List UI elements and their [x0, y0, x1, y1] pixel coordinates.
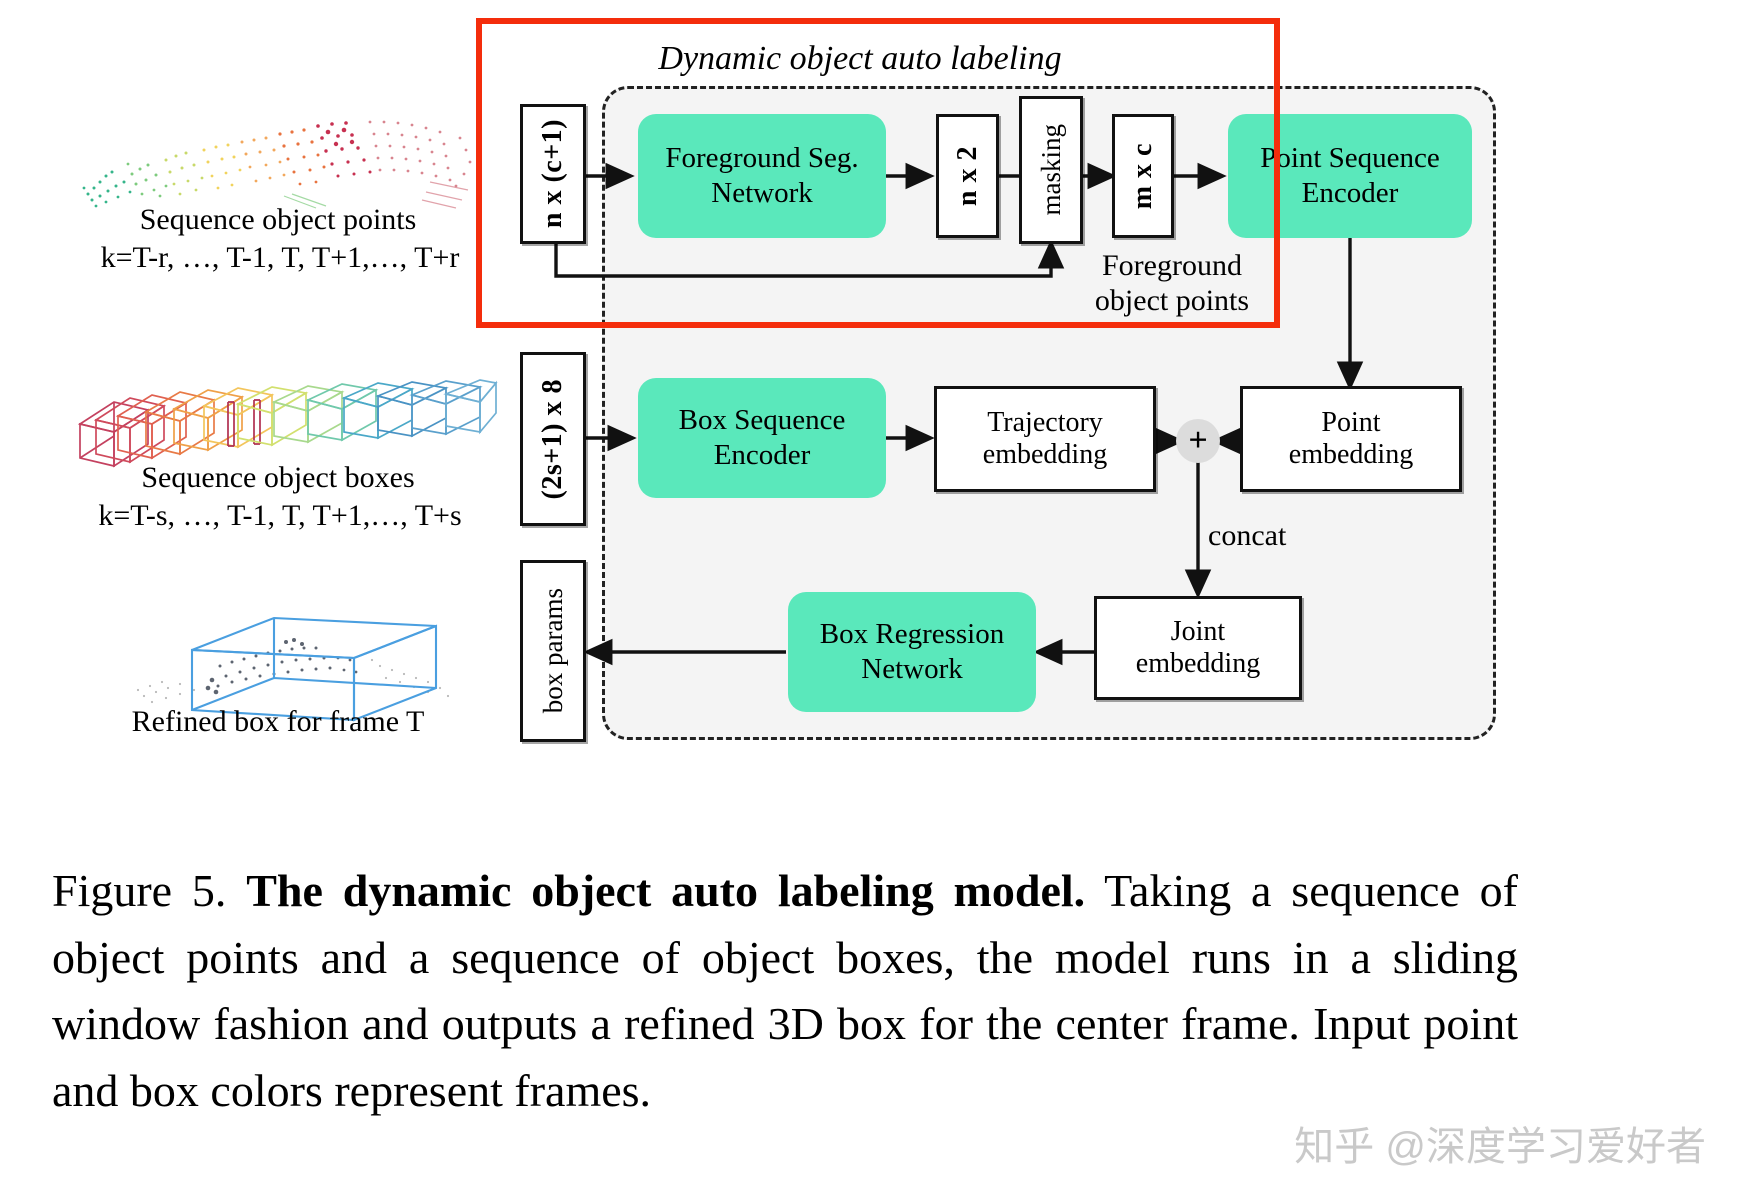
plus-symbol: +: [1188, 422, 1208, 459]
point-sequence-encoder-label-2: Encoder: [1301, 177, 1399, 209]
sequence-object-points-caption-line1: Sequence object points: [139, 203, 417, 236]
section-title: Dynamic object auto labeling: [658, 40, 1062, 77]
foreground-seg-network-label-1: Foreground Seg.: [665, 142, 859, 175]
box-params-output-box: box params: [520, 560, 586, 742]
foreground-seg-network-block[interactable]: Foreground Seg. Network: [638, 114, 886, 238]
sum-node: +: [1176, 419, 1220, 463]
caption-bold: The dynamic object auto labeling model.: [246, 865, 1086, 916]
refined-box-thumbnail: [80, 592, 480, 722]
masking-label: masking: [1035, 124, 1066, 216]
figure-caption: Figure 5. The dynamic object auto labeli…: [52, 858, 1518, 1125]
point-sequence-encoder-block[interactable]: Point Sequence Encoder: [1228, 114, 1472, 238]
nx2-label: n x 2: [951, 145, 983, 207]
trajectory-embedding-label-1: Trajectory: [987, 407, 1103, 439]
mxc-tensor-box: m x c: [1112, 114, 1174, 238]
foreground-seg-network-label-2: Network: [711, 177, 813, 209]
box-regression-network-label-1: Box Regression: [819, 618, 1005, 651]
nx2-tensor-box: n x 2: [936, 114, 999, 238]
foreground-object-points-annotation: Foreground object points: [1072, 248, 1272, 319]
box-sequence-encoder-block[interactable]: Box Sequence Encoder: [638, 378, 886, 498]
point-embedding-box: Point embedding: [1240, 386, 1462, 492]
concat-annotation: concat: [1208, 519, 1287, 552]
sequence-object-points-thumbnail: [70, 96, 490, 226]
input-tensor-points-label: n x (c+1): [537, 119, 569, 229]
refined-box-caption: Refined box for frame T: [131, 705, 425, 738]
box-regression-network-block[interactable]: Box Regression Network: [788, 592, 1036, 712]
point-embedding-label-2: embedding: [1288, 439, 1414, 470]
joint-embedding-label-1: Joint: [1170, 616, 1226, 648]
box-regression-network-label-2: Network: [861, 653, 963, 685]
box-params-label: box params: [537, 588, 568, 714]
point-sequence-encoder-label-1: Point Sequence: [1260, 142, 1440, 175]
point-embedding-label-1: Point: [1321, 407, 1381, 439]
foreground-object-points-line-1: Foreground: [1102, 249, 1242, 282]
joint-embedding-label-2: embedding: [1135, 648, 1261, 679]
box-sequence-encoder-label-1: Box Sequence: [678, 404, 846, 437]
caption-prefix: Figure 5.: [52, 865, 247, 916]
input-tensor-points-box: n x (c+1): [520, 104, 586, 244]
sequence-object-boxes-thumbnail: [62, 366, 498, 476]
watermark: 知乎 @深度学习爱好者: [1294, 1125, 1706, 1169]
caption-rest: Taking a sequence of object points and a…: [52, 865, 1518, 1117]
sequence-object-boxes-caption-line1: Sequence object boxes: [141, 461, 415, 494]
sequence-object-boxes-caption-line2: k=T-s, …, T-1, T, T+1,…, T+s: [98, 499, 462, 532]
trajectory-embedding-box: Trajectory embedding: [934, 386, 1156, 492]
mxc-label: m x c: [1127, 142, 1159, 210]
trajectory-embedding-label-2: embedding: [982, 439, 1108, 470]
sequence-object-points-caption-line2: k=T-r, …, T-1, T, T+1,…, T+r: [100, 241, 460, 274]
joint-embedding-box: Joint embedding: [1094, 596, 1302, 700]
masking-box: masking: [1019, 96, 1083, 244]
input-tensor-boxes-label: (2s+1) x 8: [537, 378, 569, 500]
foreground-object-points-line-2: object points: [1094, 284, 1250, 318]
input-tensor-boxes-box: (2s+1) x 8: [520, 352, 586, 526]
box-sequence-encoder-label-2: Encoder: [713, 439, 811, 471]
